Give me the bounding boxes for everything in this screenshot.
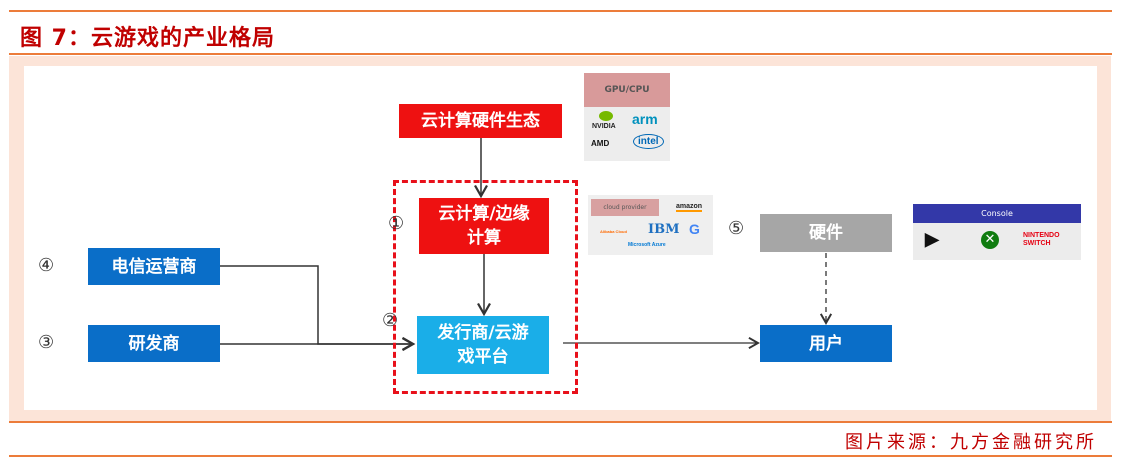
bottom-rule [9, 455, 1112, 457]
node-label: 云计算硬件生态 [421, 111, 540, 131]
marker-4: ④ [38, 255, 55, 276]
node-publisher-platform: 发行商/云游 戏平台 [417, 316, 549, 374]
card-header: Console [913, 204, 1081, 223]
card-header-label: Console [981, 209, 1013, 218]
arrow-telecom-to-platform [220, 265, 416, 351]
node-telecom-operator: 电信运营商 [88, 248, 220, 285]
figure-source: 图片来源：九方金融研究所 [845, 432, 1097, 453]
node-label-line1: 云计算/边缘 [438, 204, 530, 224]
card-header: cloud provider [591, 199, 659, 216]
node-user: 用户 [760, 325, 892, 362]
nintendo-switch-logo-icon: NINTENDO SWITCH [1023, 232, 1060, 247]
source-top-rule [9, 421, 1112, 423]
node-label-line2: 计算 [467, 228, 501, 248]
marker-1: ① [388, 213, 405, 234]
amazon-logo-icon: amazon [676, 203, 703, 212]
marker-2: ② [382, 310, 399, 331]
node-cloud-hardware-ecosystem: 云计算硬件生态 [399, 104, 562, 138]
console-logo-card: Console ▶ ✕ NINTENDO SWITCH [913, 204, 1081, 260]
node-cloud-edge-computing: 云计算/边缘 计算 [419, 198, 549, 254]
ibm-logo-icon: IBM [648, 222, 680, 237]
node-label: 研发商 [128, 333, 180, 354]
google-logo-icon: G [689, 221, 700, 237]
figure-title: 图 7：云游戏的产业格局 [20, 26, 275, 51]
intel-logo-icon: intel [633, 134, 664, 149]
node-label: 硬件 [809, 223, 843, 243]
card-header-label: GPU/CPU [604, 85, 650, 95]
node-label: 电信运营商 [111, 256, 197, 277]
card-header-label: cloud provider [603, 204, 647, 211]
cloud-provider-logo-card: cloud provider amazon Alibaba Cloud IBM … [588, 195, 713, 255]
nvidia-eye-icon [599, 111, 613, 121]
marker-3: ③ [38, 332, 55, 353]
microsoft-azure-logo-icon: Microsoft Azure [628, 242, 666, 248]
nvidia-logo-icon: NVIDIA [592, 123, 616, 130]
amd-logo-icon: AMD [591, 139, 610, 148]
arm-logo-icon: arm [632, 111, 658, 127]
core-dashed-group [393, 180, 578, 394]
node-label-line1: 发行商/云游 [437, 323, 529, 343]
playstation-logo-icon: ▶ [925, 229, 939, 249]
title-rule [9, 53, 1112, 55]
xbox-logo-icon: ✕ [981, 231, 999, 249]
marker-5: ⑤ [728, 218, 745, 239]
node-developer: 研发商 [88, 325, 220, 362]
gpu-cpu-logo-card: GPU/CPU NVIDIA arm AMD intel [584, 73, 670, 161]
card-header: GPU/CPU [584, 73, 670, 107]
node-label: 用户 [809, 333, 843, 354]
top-rule [9, 10, 1112, 12]
node-hardware: 硬件 [760, 214, 892, 252]
node-label-line2: 戏平台 [457, 347, 509, 367]
alibaba-cloud-logo-icon: Alibaba Cloud [600, 229, 627, 234]
